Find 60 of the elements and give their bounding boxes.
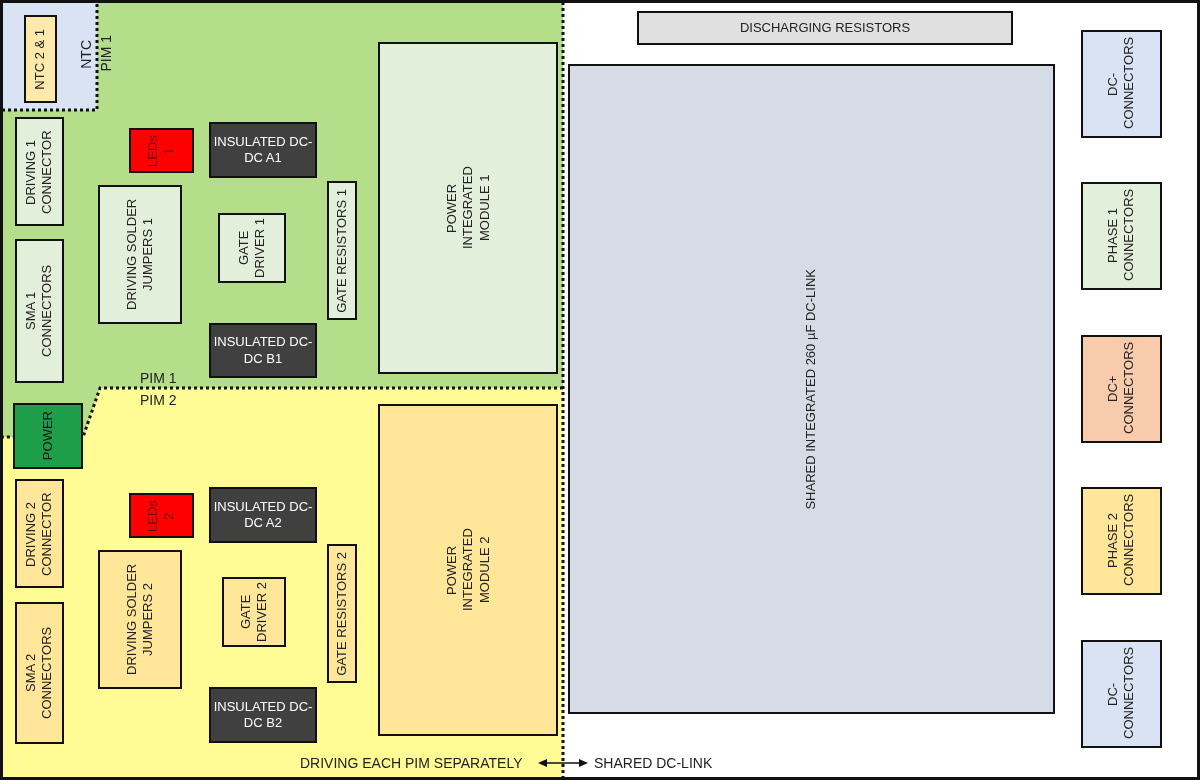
- component-block: [15, 602, 64, 744]
- component-label: SMA 2 CONNECTORS: [23, 625, 56, 722]
- component-block: [15, 117, 64, 226]
- component-label: GATE DRIVER 1: [235, 218, 268, 278]
- component-label: DC- CONNECTORS: [1105, 39, 1138, 129]
- note-label: DRIVING EACH PIM SEPARATELY: [300, 755, 523, 772]
- component-label: DRIVING 1 CONNECTOR: [23, 128, 56, 216]
- component-block: [129, 128, 194, 173]
- component-block: [218, 213, 286, 283]
- component-label: NTC 2 & 1: [32, 28, 49, 90]
- component-label: LEDs 2: [145, 498, 178, 534]
- component-label: DRIVING SOLDER JUMPERS 1: [123, 197, 156, 313]
- component-block: [209, 323, 317, 378]
- component-label: SHARED INTEGRATED 260 µF DC-LINK: [803, 268, 820, 510]
- region-label: PIM 1: [140, 370, 177, 387]
- region-label: PIM 1: [98, 35, 115, 72]
- component-label: INSULATED DC-DC A1: [213, 133, 313, 167]
- component-block: [1081, 640, 1162, 748]
- component-label: DISCHARGING RESISTORS: [739, 19, 911, 37]
- component-block: [222, 577, 286, 647]
- component-block: [209, 487, 317, 543]
- component-block: [129, 493, 194, 538]
- component-block: [209, 122, 317, 178]
- component-label: GATE RESISTORS 2: [333, 551, 350, 676]
- component-label: POWER INTEGRATED MODULE 2: [443, 527, 493, 614]
- component-label: LEDs 1: [145, 133, 178, 169]
- component-block: [209, 687, 317, 743]
- component-label: DC- CONNECTORS: [1105, 649, 1138, 739]
- component-label: GATE RESISTORS 1: [333, 188, 350, 313]
- component-block: [1081, 182, 1162, 290]
- component-block: [1081, 335, 1162, 443]
- component-block: [13, 403, 83, 469]
- component-block: [1081, 487, 1162, 595]
- region-label: NTC: [78, 40, 95, 69]
- region-label: PIM 2: [140, 392, 177, 409]
- component-label: DRIVING SOLDER JUMPERS 2: [123, 562, 156, 678]
- component-block: [24, 15, 57, 103]
- component-block: [637, 11, 1013, 45]
- component-block: [98, 185, 182, 324]
- component-label: INSULATED DC-DC B1: [213, 334, 313, 367]
- component-label: DRIVING 2 CONNECTOR: [23, 490, 56, 578]
- component-label: PHASE 2 CONNECTORS: [1105, 496, 1138, 586]
- component-block: [98, 550, 182, 689]
- component-block: [1081, 30, 1162, 138]
- component-label: POWER INTEGRATED MODULE 1: [443, 165, 493, 252]
- component-label: DC+ CONNECTORS: [1105, 344, 1138, 434]
- component-label: PHASE 1 CONNECTORS: [1105, 191, 1138, 281]
- component-block: [327, 544, 357, 683]
- component-block: [568, 64, 1055, 714]
- note-label: SHARED DC-LINK: [594, 755, 713, 772]
- component-block: [15, 479, 64, 588]
- component-label: POWER: [39, 411, 56, 461]
- component-label: SMA 1 CONNECTORS: [23, 263, 56, 360]
- component-block: [327, 181, 357, 320]
- component-label: GATE DRIVER 2: [237, 582, 270, 642]
- component-block: [15, 239, 64, 383]
- component-block: [378, 404, 558, 736]
- component-label: INSULATED DC-DC A2: [213, 498, 313, 532]
- component-label: INSULATED DC-DC B2: [213, 698, 313, 732]
- component-block: [378, 42, 558, 374]
